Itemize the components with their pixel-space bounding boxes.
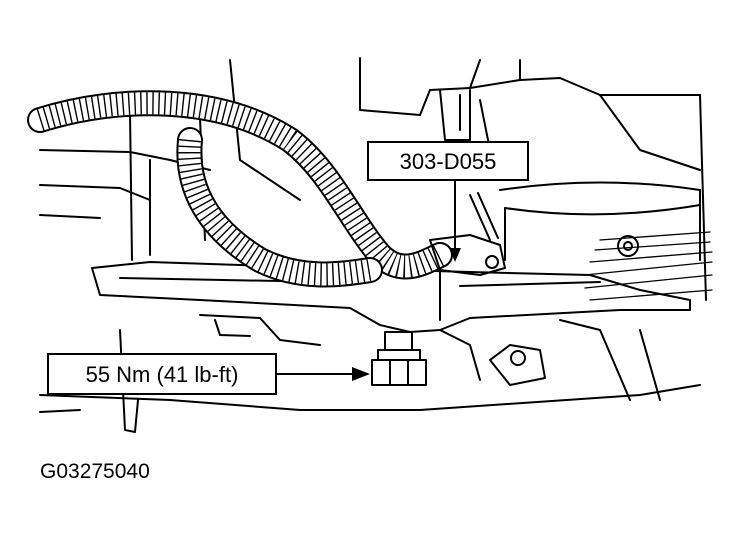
torque-callout: 55 Nm (41 lb-ft): [47, 353, 370, 395]
torque-callout-label: 55 Nm (41 lb-ft): [86, 362, 239, 387]
wiring-harness: [27, 90, 453, 288]
torque-arrowhead: [352, 367, 370, 381]
bolt-fastener: [371, 331, 427, 386]
background-housing: [39, 57, 713, 433]
tool-arrowhead: [449, 248, 461, 262]
harness-bracket: [429, 192, 506, 276]
tool-callout-box: [367, 141, 529, 181]
figure-id: G03275040: [40, 460, 150, 483]
tool-callout: 303-D055: [367, 141, 529, 262]
tool-callout-label: 303-D055: [400, 149, 497, 174]
